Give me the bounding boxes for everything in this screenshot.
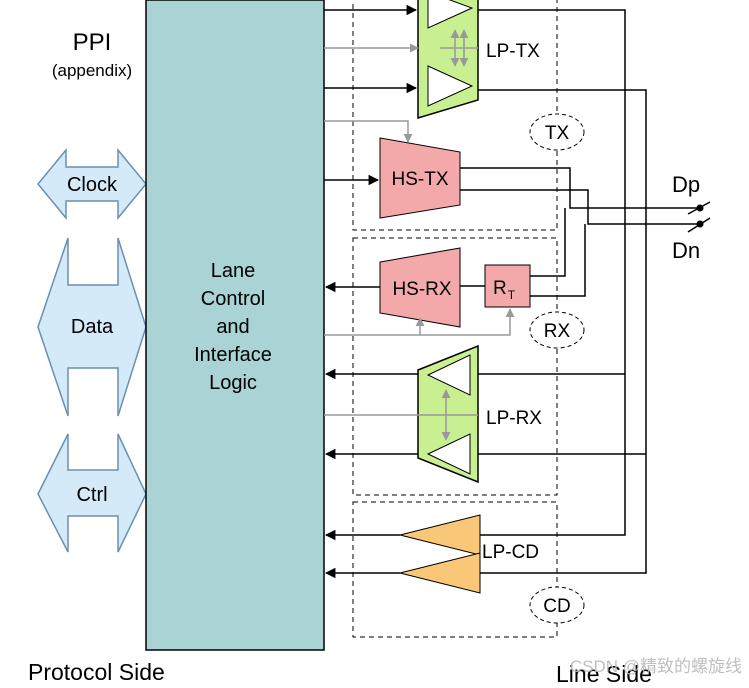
tx-group-box: [352, 0, 558, 231]
lane-control-label-5: Logic: [209, 372, 257, 394]
rt-termination-block: [484, 264, 531, 308]
rx-oval: [529, 311, 585, 349]
rx-oval-label: RX: [544, 321, 571, 342]
rt-label: RT: [493, 278, 516, 302]
data-label: Data: [71, 316, 114, 338]
tx-oval-label: TX: [545, 123, 570, 144]
ppi-title: PPI: [73, 29, 112, 56]
lp-rx-lower-triangle: [426, 433, 471, 475]
lp-tx-out-dn: [478, 89, 647, 574]
hs-tx-out-p: [460, 167, 700, 209]
lp-cd-lower-comparator: [399, 552, 481, 594]
hs-tx-ctrl-in: [324, 120, 413, 143]
cd-oval: [529, 586, 585, 624]
lp-rx-label: LP-RX: [486, 408, 542, 429]
lane-control-block: [145, 0, 325, 651]
lane-control-label-3: and: [216, 316, 249, 338]
lp-tx-upper-triangle: [427, 0, 474, 29]
rt-in-p: [530, 208, 566, 277]
hs-rx-ctrl-in: [324, 308, 515, 336]
dn-label: Dn: [672, 238, 700, 263]
hs-tx-label: HS-TX: [392, 169, 449, 190]
hs-rx-block: [379, 247, 461, 328]
rt-in-n: [530, 224, 586, 297]
hs-tx-block: [379, 137, 461, 219]
lp-rx-upper-triangle: [426, 354, 471, 396]
line-side-label: Line Side: [556, 661, 652, 687]
protocol-side-label: Protocol Side: [28, 659, 165, 685]
lp-cd-label: LP-CD: [482, 542, 539, 563]
cd-oval-label: CD: [543, 596, 570, 617]
clock-label: Clock: [67, 174, 118, 196]
watermark: CSDN @精致的螺旋线: [570, 657, 742, 676]
ctrl-label: Ctrl: [76, 484, 107, 506]
lane-control-label-4: Interface: [194, 344, 272, 366]
rt-subscript: T: [508, 288, 516, 302]
hs-rx-label: HS-RX: [392, 279, 451, 300]
rt-main: R: [493, 278, 507, 299]
tx-oval: [529, 113, 585, 151]
lp-tx-out-dp: [478, 9, 626, 536]
lp-tx-lower-triangle: [427, 65, 474, 107]
dp-label: Dp: [672, 172, 700, 197]
lane-control-label-1: Lane: [211, 260, 256, 282]
lp-tx-label: LP-TX: [486, 41, 540, 62]
dp-pad-node: [696, 204, 704, 212]
ppi-subtitle: (appendix): [52, 61, 132, 80]
lane-control-label-2: Control: [201, 288, 265, 310]
cd-group-box: [352, 501, 558, 638]
rx-group-box: [352, 237, 558, 496]
lp-cd-upper-comparator: [399, 514, 481, 556]
hs-tx-out-n: [460, 189, 700, 225]
dn-pad-node: [696, 220, 704, 228]
